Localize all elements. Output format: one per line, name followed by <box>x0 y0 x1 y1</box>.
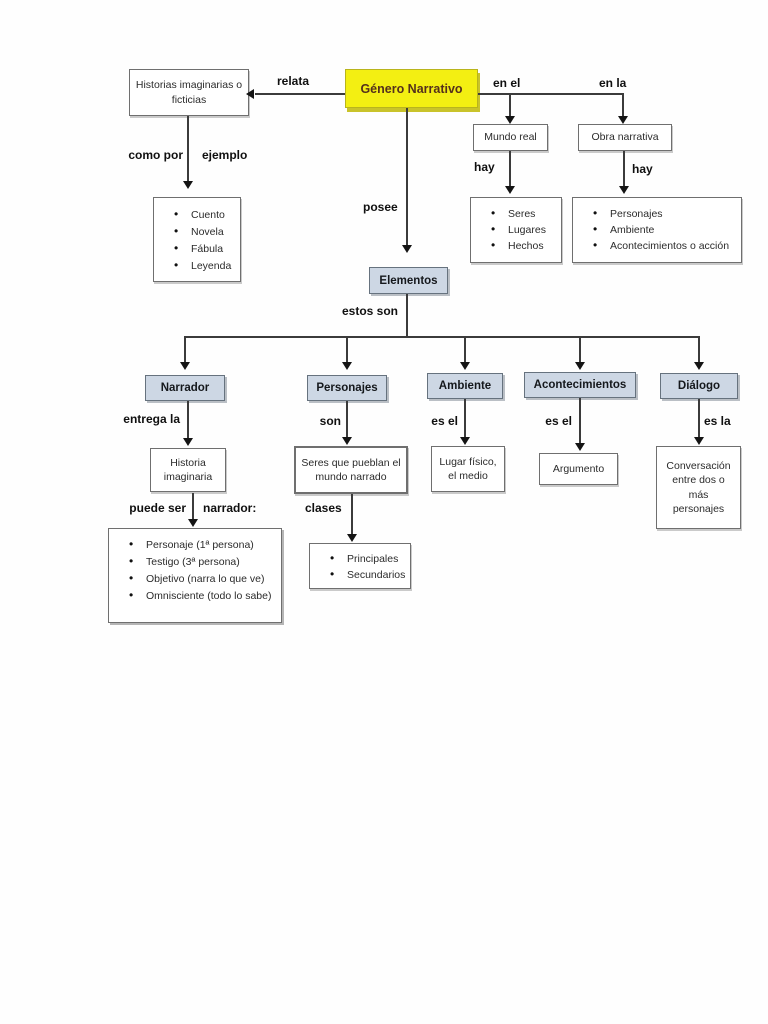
node-narrador: Narrador <box>145 375 225 401</box>
line-hay-left <box>509 151 511 187</box>
list-obra-narrativa: Personajes Ambiente Acontecimientos o ac… <box>572 197 742 263</box>
line-en-el <box>509 94 511 117</box>
label-relata: relata <box>276 74 310 88</box>
label-en-la: en la <box>599 76 627 90</box>
line-en-la <box>622 94 624 117</box>
line-posee <box>406 108 408 246</box>
node-personajes: Personajes <box>307 375 387 401</box>
list-item: Principales <box>310 550 410 567</box>
line-drop-ambiente <box>464 336 466 363</box>
label-ejemplo: ejemplo <box>202 148 248 162</box>
line-branch-horizontal <box>184 336 700 338</box>
node-conversacion: Conversación entre dos o más personajes <box>656 446 741 529</box>
list-clases-personajes: Principales Secundarios <box>309 543 411 589</box>
node-historias-imaginarias: Historias imaginarias o ficticias <box>129 69 249 116</box>
node-seres-pueblan: Seres que pueblan el mundo narrado <box>294 446 408 494</box>
list-item: Fábula <box>154 240 240 258</box>
list-item: Objetivo (narra lo que ve) <box>109 570 281 588</box>
bullet-list: Cuento Novela Fábula Leyenda <box>154 206 240 275</box>
label-son: son <box>319 414 341 428</box>
arrow-down-icon <box>183 181 193 189</box>
label-clases: clases <box>305 501 342 515</box>
arrow-down-icon <box>342 437 352 445</box>
bullet-list: Seres Lugares Hechos <box>471 205 561 254</box>
line-hay-right <box>623 151 625 187</box>
node-mundo-real: Mundo real <box>473 124 548 151</box>
label-es-la: es la <box>704 414 731 428</box>
arrow-down-icon <box>402 245 412 253</box>
list-item: Acontecimientos o acción <box>573 237 741 254</box>
label-hay-left: hay <box>474 160 495 174</box>
node-acontecimientos: Acontecimientos <box>524 372 636 398</box>
list-item: Hechos <box>471 237 561 254</box>
line-es-el-acontecimientos <box>579 398 581 444</box>
list-item: Secundarios <box>310 566 410 583</box>
line-puede-ser <box>192 493 194 520</box>
line-es-el-ambiente <box>464 399 466 438</box>
node-lugar-fisico: Lugar físico, el medio <box>431 446 505 492</box>
arrow-down-icon <box>694 437 704 445</box>
arrow-down-icon <box>505 116 515 124</box>
node-obra-narrativa: Obra narrativa <box>578 124 672 151</box>
arrow-down-icon <box>460 362 470 370</box>
line-drop-dialogo <box>698 336 700 363</box>
line-estos-son <box>406 294 408 337</box>
arrow-down-icon <box>575 362 585 370</box>
node-ambiente: Ambiente <box>427 373 503 399</box>
arrow-down-icon <box>460 437 470 445</box>
label-en-el: en el <box>493 76 521 90</box>
list-item: Seres <box>471 205 561 222</box>
arrow-down-icon <box>342 362 352 370</box>
list-item: Lugares <box>471 221 561 238</box>
label-narrador: narrador: <box>203 501 257 515</box>
line-clases <box>351 494 353 535</box>
arrow-left-icon <box>246 89 254 99</box>
line-drop-acontecimientos <box>579 336 581 363</box>
node-historia-imaginaria: Historia imaginaria <box>150 448 226 492</box>
line-drop-personajes <box>346 336 348 363</box>
arrow-down-icon <box>619 186 629 194</box>
list-tipos-narrador: Personaje (1ª persona) Testigo (3ª perso… <box>108 528 282 623</box>
list-item: Personaje (1ª persona) <box>109 536 281 554</box>
line-drop-narrador <box>184 336 186 363</box>
label-como-por: como por <box>128 148 183 162</box>
label-entrega-la: entrega la <box>123 412 180 426</box>
arrow-down-icon <box>618 116 628 124</box>
node-elementos: Elementos <box>369 267 448 294</box>
line-ejemplo <box>187 116 189 182</box>
label-puede-ser: puede ser <box>129 501 186 515</box>
bullet-list: Principales Secundarios <box>310 550 410 583</box>
list-item: Omnisciente (todo lo sabe) <box>109 587 281 605</box>
node-genero-narrativo: Género Narrativo <box>345 69 478 108</box>
list-ejemplos: Cuento Novela Fábula Leyenda <box>153 197 241 282</box>
arrow-down-icon <box>694 362 704 370</box>
arrow-down-icon <box>347 534 357 542</box>
arrow-down-icon <box>575 443 585 451</box>
list-item: Testigo (3ª persona) <box>109 553 281 571</box>
line-top-right <box>478 93 624 95</box>
line-relata <box>255 93 345 95</box>
line-es-la <box>698 399 700 438</box>
bullet-list: Personajes Ambiente Acontecimientos o ac… <box>573 205 741 254</box>
arrow-down-icon <box>505 186 515 194</box>
label-es-el-ambiente: es el <box>431 414 458 428</box>
label-posee: posee <box>363 200 398 214</box>
list-item: Cuento <box>154 206 240 224</box>
list-item: Ambiente <box>573 221 741 238</box>
label-hay-right: hay <box>632 162 653 176</box>
list-mundo-real: Seres Lugares Hechos <box>470 197 562 263</box>
arrow-down-icon <box>188 519 198 527</box>
node-argumento: Argumento <box>539 453 618 485</box>
node-dialogo: Diálogo <box>660 373 738 399</box>
arrow-down-icon <box>180 362 190 370</box>
arrow-down-icon <box>183 438 193 446</box>
line-entrega-la <box>187 401 189 439</box>
list-item: Personajes <box>573 205 741 222</box>
list-item: Novela <box>154 223 240 241</box>
bullet-list: Personaje (1ª persona) Testigo (3ª perso… <box>109 536 281 605</box>
label-estos-son: estos son <box>342 304 399 318</box>
line-son <box>346 401 348 438</box>
label-es-el-acontecimientos: es el <box>545 414 572 428</box>
list-item: Leyenda <box>154 257 240 275</box>
